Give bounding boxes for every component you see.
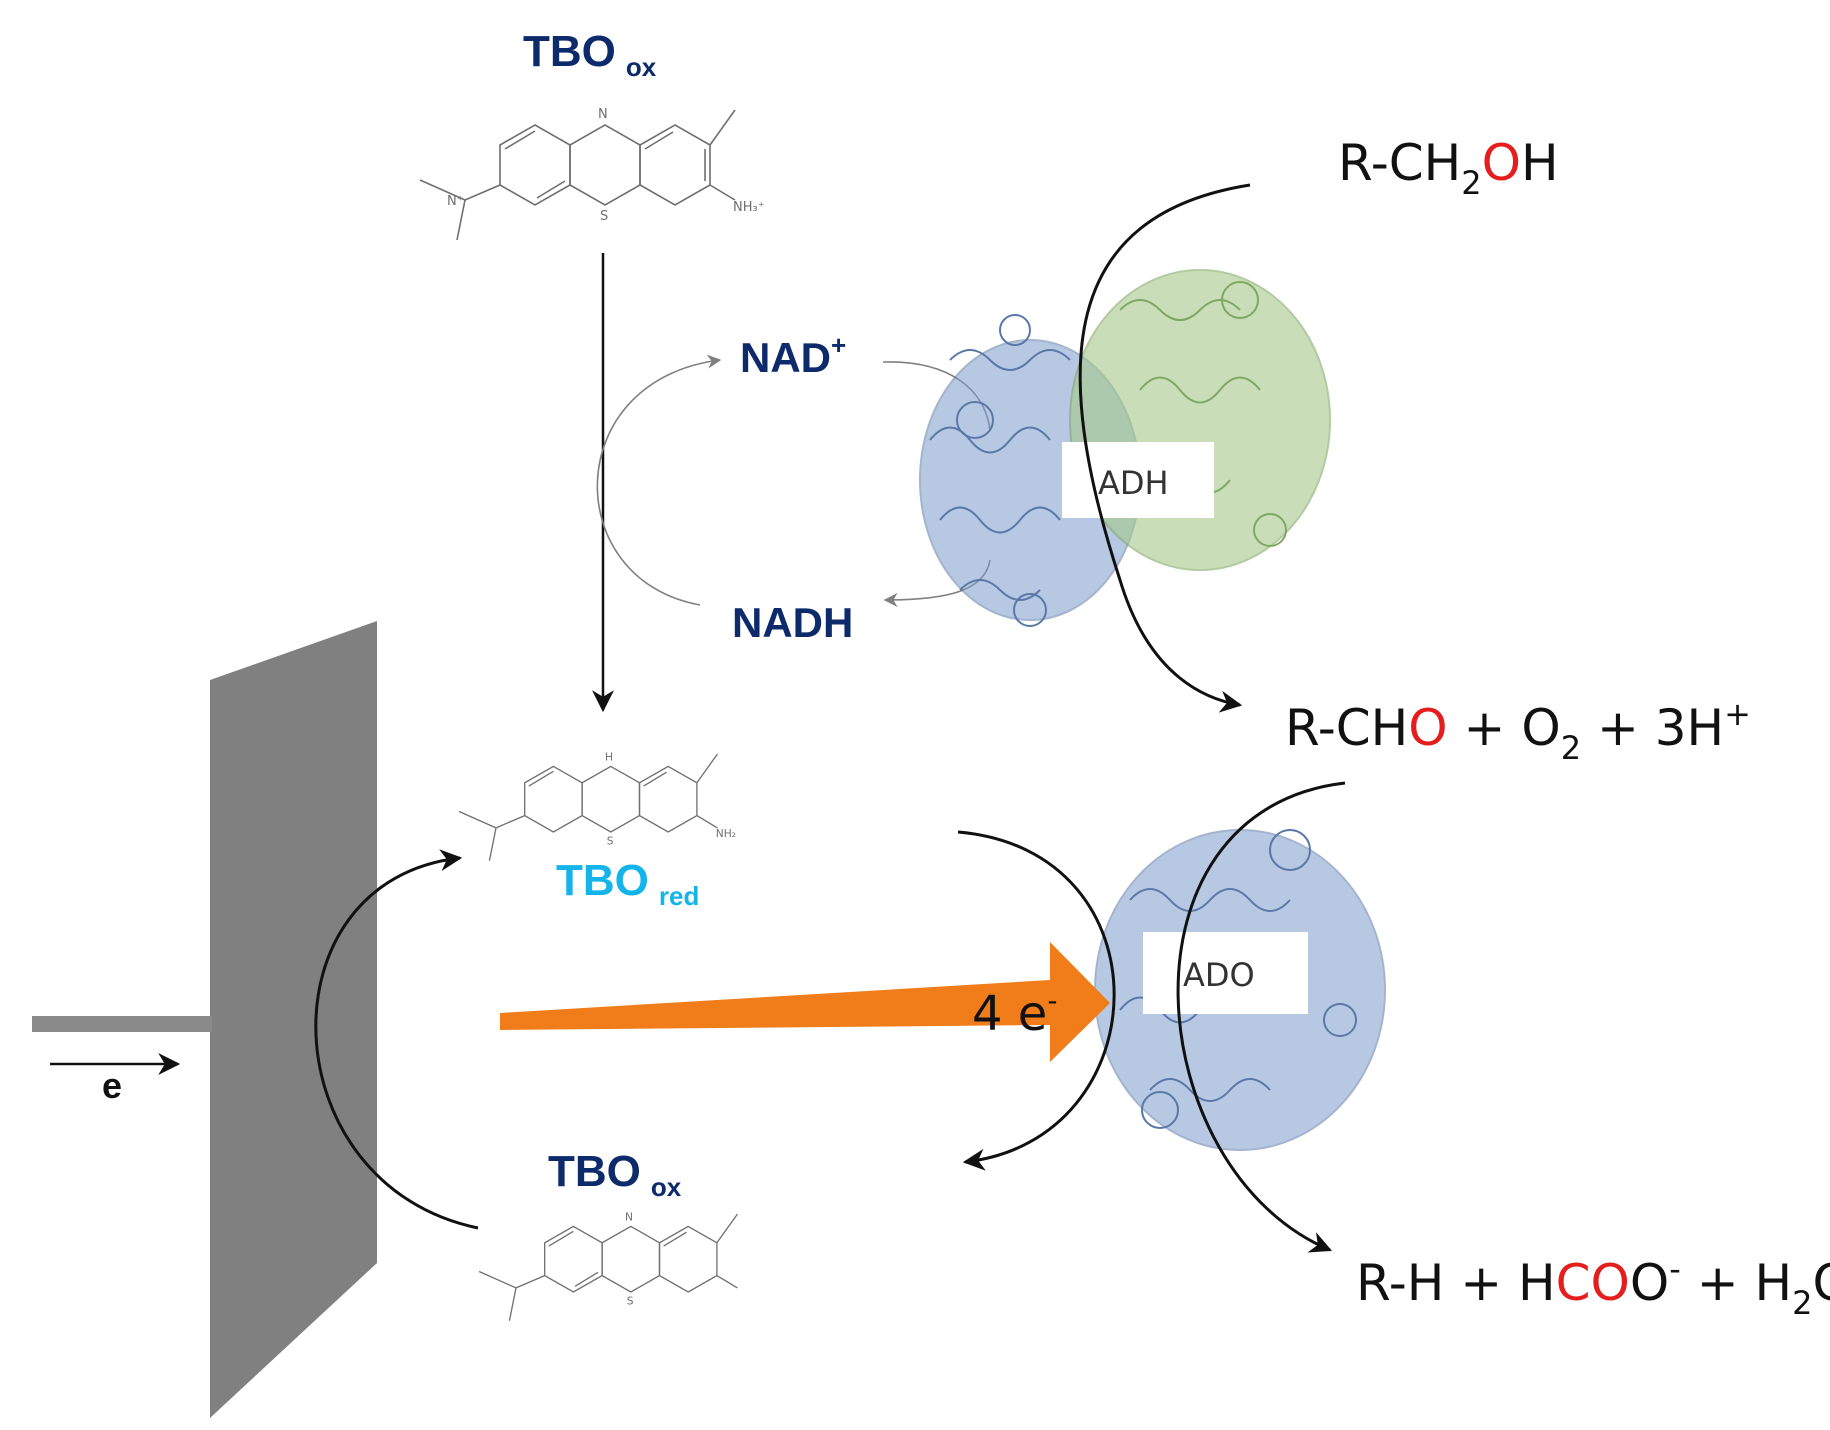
atom-n: N xyxy=(598,107,608,122)
substrate-to-aldehyde-arc xyxy=(1078,183,1251,713)
ado-enzyme: ADO xyxy=(1094,829,1386,1151)
nadh-to-nad-arc xyxy=(596,354,722,606)
ado-label: ADO xyxy=(1183,956,1255,994)
atom-s-bottom: S xyxy=(627,1294,634,1307)
atom-n-plus: N⁺ xyxy=(447,194,464,209)
equation-segment: CO xyxy=(1556,1254,1630,1312)
nadh-label: NADH xyxy=(732,599,853,646)
tbo-ox-top-structure: N S N⁺ NH₃⁺ xyxy=(419,107,765,241)
equation-segment: 2 xyxy=(1792,1284,1812,1322)
products-equation: R-H + HCOO- + H2O xyxy=(1356,1250,1830,1322)
equation-segment: R-CH xyxy=(1338,134,1461,192)
substrate-equation: R-CH2OH xyxy=(1338,134,1559,202)
adh-enzyme: ADH xyxy=(919,269,1331,627)
atom-s: S xyxy=(600,209,608,224)
atom-n-bottom: N xyxy=(625,1211,633,1224)
atom-amine-red: NH₂ xyxy=(716,827,736,840)
atom-nh: H xyxy=(605,751,613,764)
electron-transfer-arrow: 4 e- xyxy=(500,942,1110,1062)
equation-segment: O xyxy=(1482,134,1521,192)
equations: R-CH2OH R-CHO + O2 + 3H+ R-H + HCOO- + H… xyxy=(1285,134,1830,1322)
equation-segment: H xyxy=(1521,134,1559,192)
equation-segment: R-CH xyxy=(1285,699,1408,757)
tbo-oxidation-arc xyxy=(957,830,1116,1171)
electrode: e xyxy=(32,621,377,1418)
atom-s-red: S xyxy=(607,834,614,847)
electron-label: e xyxy=(102,1065,122,1106)
equation-segment: - xyxy=(1669,1250,1681,1288)
adh-protein-green xyxy=(1069,269,1331,571)
equation-segment: 2 xyxy=(1561,729,1581,767)
electrode-plate xyxy=(210,621,377,1418)
equation-segment: R-H + H xyxy=(1356,1254,1556,1312)
tbo-red-structure: H S NH₂ xyxy=(458,751,736,861)
equation-segment: 2 xyxy=(1461,164,1481,202)
adh-label: ADH xyxy=(1098,464,1169,502)
equation-segment: O xyxy=(1812,1254,1830,1312)
electrode-wire xyxy=(32,1016,212,1032)
aldehyde-equation: R-CHO + O2 + 3H+ xyxy=(1285,695,1751,767)
equation-segment: + H xyxy=(1681,1254,1792,1312)
tbo-ox-bottom-structure: N S xyxy=(478,1211,738,1321)
orange-arrow-shape xyxy=(500,942,1110,1062)
electron-transfer-label: 4 e- xyxy=(972,984,1057,1042)
ado-label-box xyxy=(1143,932,1308,1014)
equation-segment: + O xyxy=(1448,699,1561,757)
equation-segment: + xyxy=(1724,695,1751,733)
electrode-regeneration-arc xyxy=(314,849,479,1230)
equation-segment: O xyxy=(1630,1254,1669,1312)
equation-segment: O xyxy=(1408,699,1447,757)
atom-amine: NH₃⁺ xyxy=(733,200,765,215)
nad-label: NAD+ xyxy=(740,330,846,381)
aldehyde-to-products-arc xyxy=(1176,781,1346,1253)
equation-segment: + 3H xyxy=(1581,699,1724,757)
